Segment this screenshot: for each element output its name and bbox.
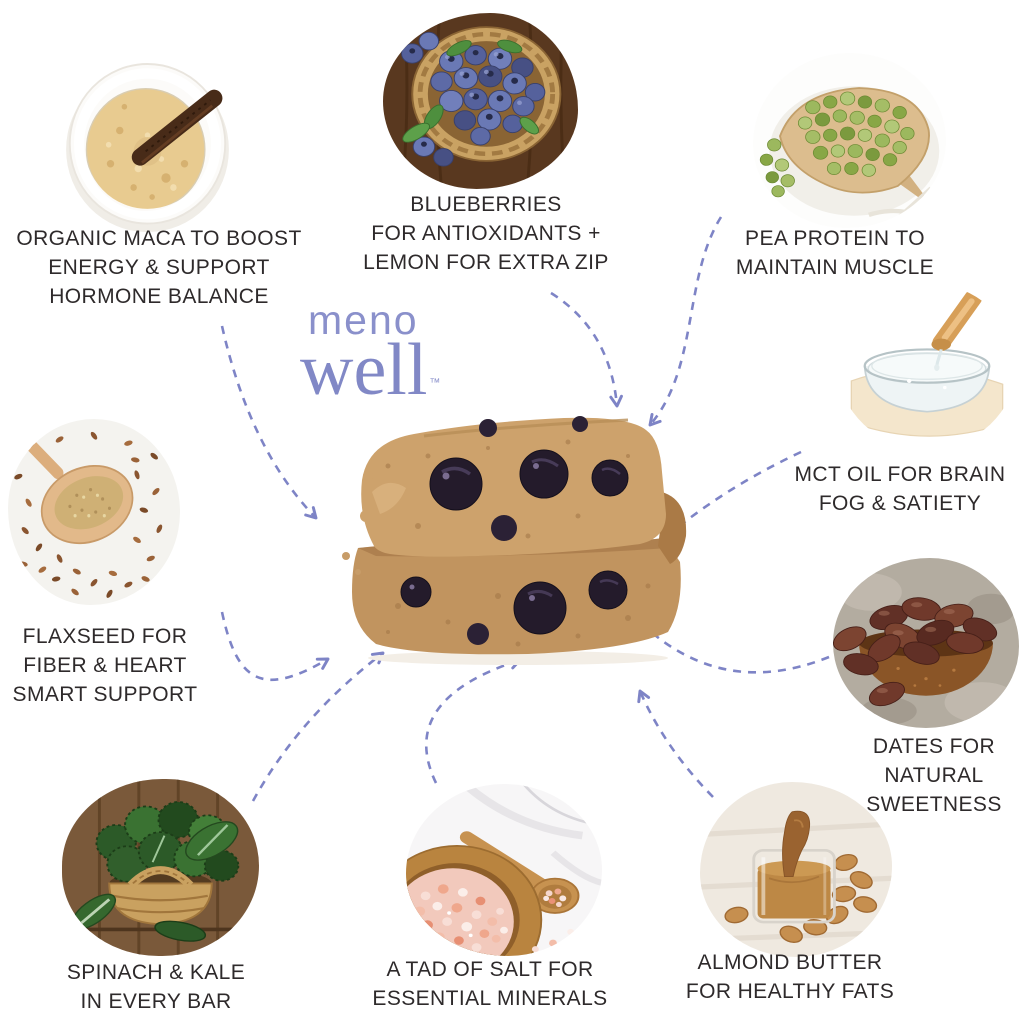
split-peas-illustration <box>753 53 946 228</box>
maca-bowl-illustration <box>55 45 240 235</box>
kale-label: SPINACH & KALE IN EVERY BAR <box>66 961 246 1013</box>
flaxseed-label: FLAXSEED FOR FIBER & HEART SMART SUPPORT <box>12 625 198 706</box>
blueberry-basket-illustration <box>383 13 578 189</box>
flaxseed-spoon-illustration <box>8 419 180 605</box>
blueberries-image <box>383 13 578 189</box>
salt-image <box>406 784 602 956</box>
arrow-flax-to-bar <box>220 611 330 682</box>
maca-label: ORGANIC MACA TO BOOST ENERGY & SUPPORT H… <box>16 227 302 308</box>
pea-protein-image <box>753 53 946 228</box>
blueberry-cluster <box>401 31 546 167</box>
blueberries-label: BLUEBERRIES FOR ANTIOXIDANTS + LEMON FOR… <box>363 193 609 274</box>
dates-bowl-illustration <box>833 558 1019 728</box>
arrow-blueberries-to-bar <box>550 291 623 408</box>
dates-pile <box>833 597 998 707</box>
almond-butter-illustration <box>700 782 892 957</box>
arrow-salt-to-bar <box>425 656 522 784</box>
kale-image <box>62 779 259 956</box>
salt-label: A TAD OF SALT FOR ESSENTIAL MINERALS <box>372 958 608 1010</box>
mct-oil-image <box>838 283 1016 449</box>
arrow-almond-to-bar <box>637 689 714 798</box>
maca-image <box>55 45 240 235</box>
almond-butter-image <box>700 782 892 957</box>
blueberry-leaves <box>402 39 539 143</box>
arrow-kale-to-bar <box>251 651 385 802</box>
menowell-bar-image <box>342 416 687 665</box>
top-slab-blueberries <box>429 416 629 541</box>
dates-image <box>833 558 1019 728</box>
bottom-slab-blueberries <box>400 570 628 645</box>
dates-label: DATES FOR NATURAL SWEETNESS <box>866 735 1002 816</box>
mct-oil-label: MCT OIL FOR BRAIN FOG & SATIETY <box>794 463 1006 515</box>
mct-oil-illustration <box>838 283 1016 449</box>
pink-salt-illustration <box>406 784 602 956</box>
kale-leaves <box>95 801 240 883</box>
trademark-symbol: ™ <box>429 377 441 389</box>
almond-butter-label: ALMOND BUTTER FOR HEALTHY FATS <box>685 951 895 1003</box>
flaxseed-image <box>8 419 180 605</box>
logo-meno-text: meno <box>308 297 419 343</box>
kale-basket-illustration <box>62 779 259 956</box>
pea-protein-label: PEA PROTEIN TO MAINTAIN MUSCLE <box>735 227 935 279</box>
pea-cluster <box>759 91 915 198</box>
